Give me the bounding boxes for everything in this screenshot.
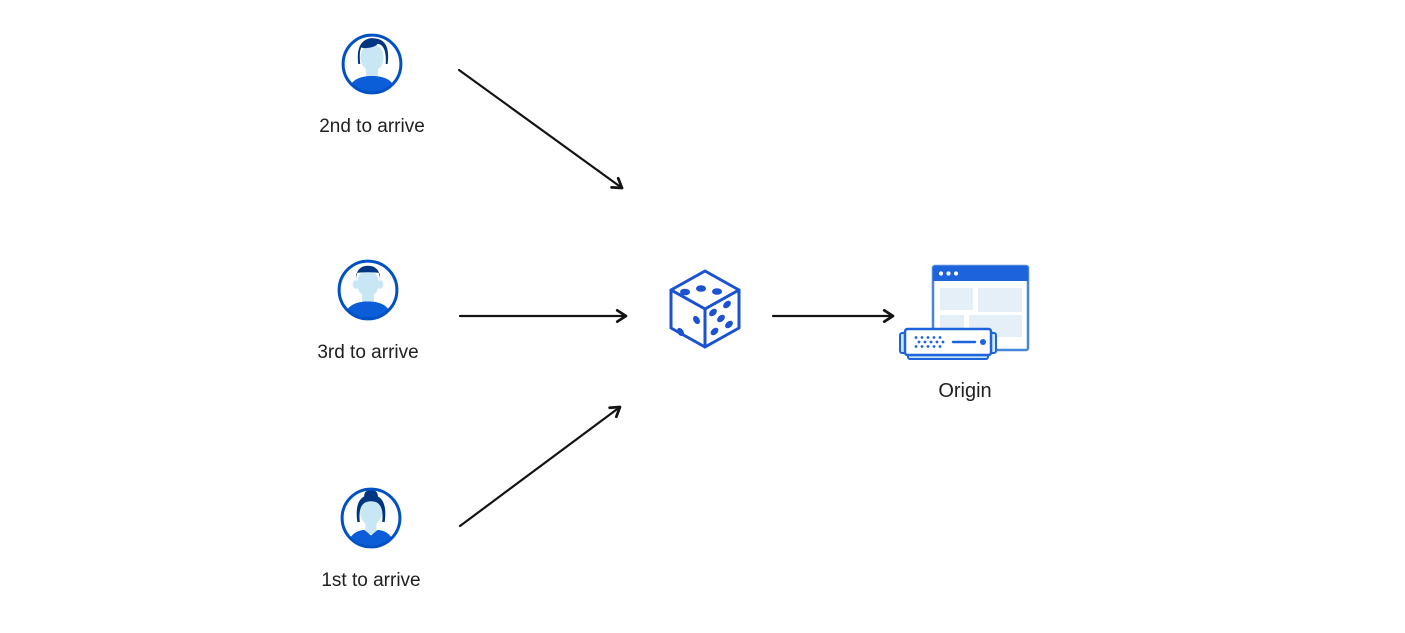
- user-middle-label: 3rd to arrive: [317, 342, 419, 363]
- node-user-middle: 3rd to arrive: [288, 258, 448, 365]
- origin-label: Origin: [938, 380, 992, 402]
- arrow-user-bottom-to-dice: [458, 405, 622, 528]
- node-dice: [667, 268, 743, 350]
- arrow-user-top-to-dice: [457, 68, 624, 190]
- user-avatar-female-bun-icon: [340, 487, 402, 549]
- origin-server-browser-icon: [899, 264, 1030, 360]
- user-avatar-male-flattop-icon: [337, 259, 399, 321]
- node-user-bottom: 1st to arrive: [291, 486, 451, 593]
- node-origin: Origin: [898, 262, 1032, 403]
- node-user-top: 2nd to arrive: [292, 32, 452, 139]
- dice-icon: [669, 269, 741, 349]
- user-top-label: 2nd to arrive: [319, 116, 425, 137]
- user-bottom-label: 1st to arrive: [321, 570, 421, 591]
- user-avatar-male-quiff-icon: [341, 33, 403, 95]
